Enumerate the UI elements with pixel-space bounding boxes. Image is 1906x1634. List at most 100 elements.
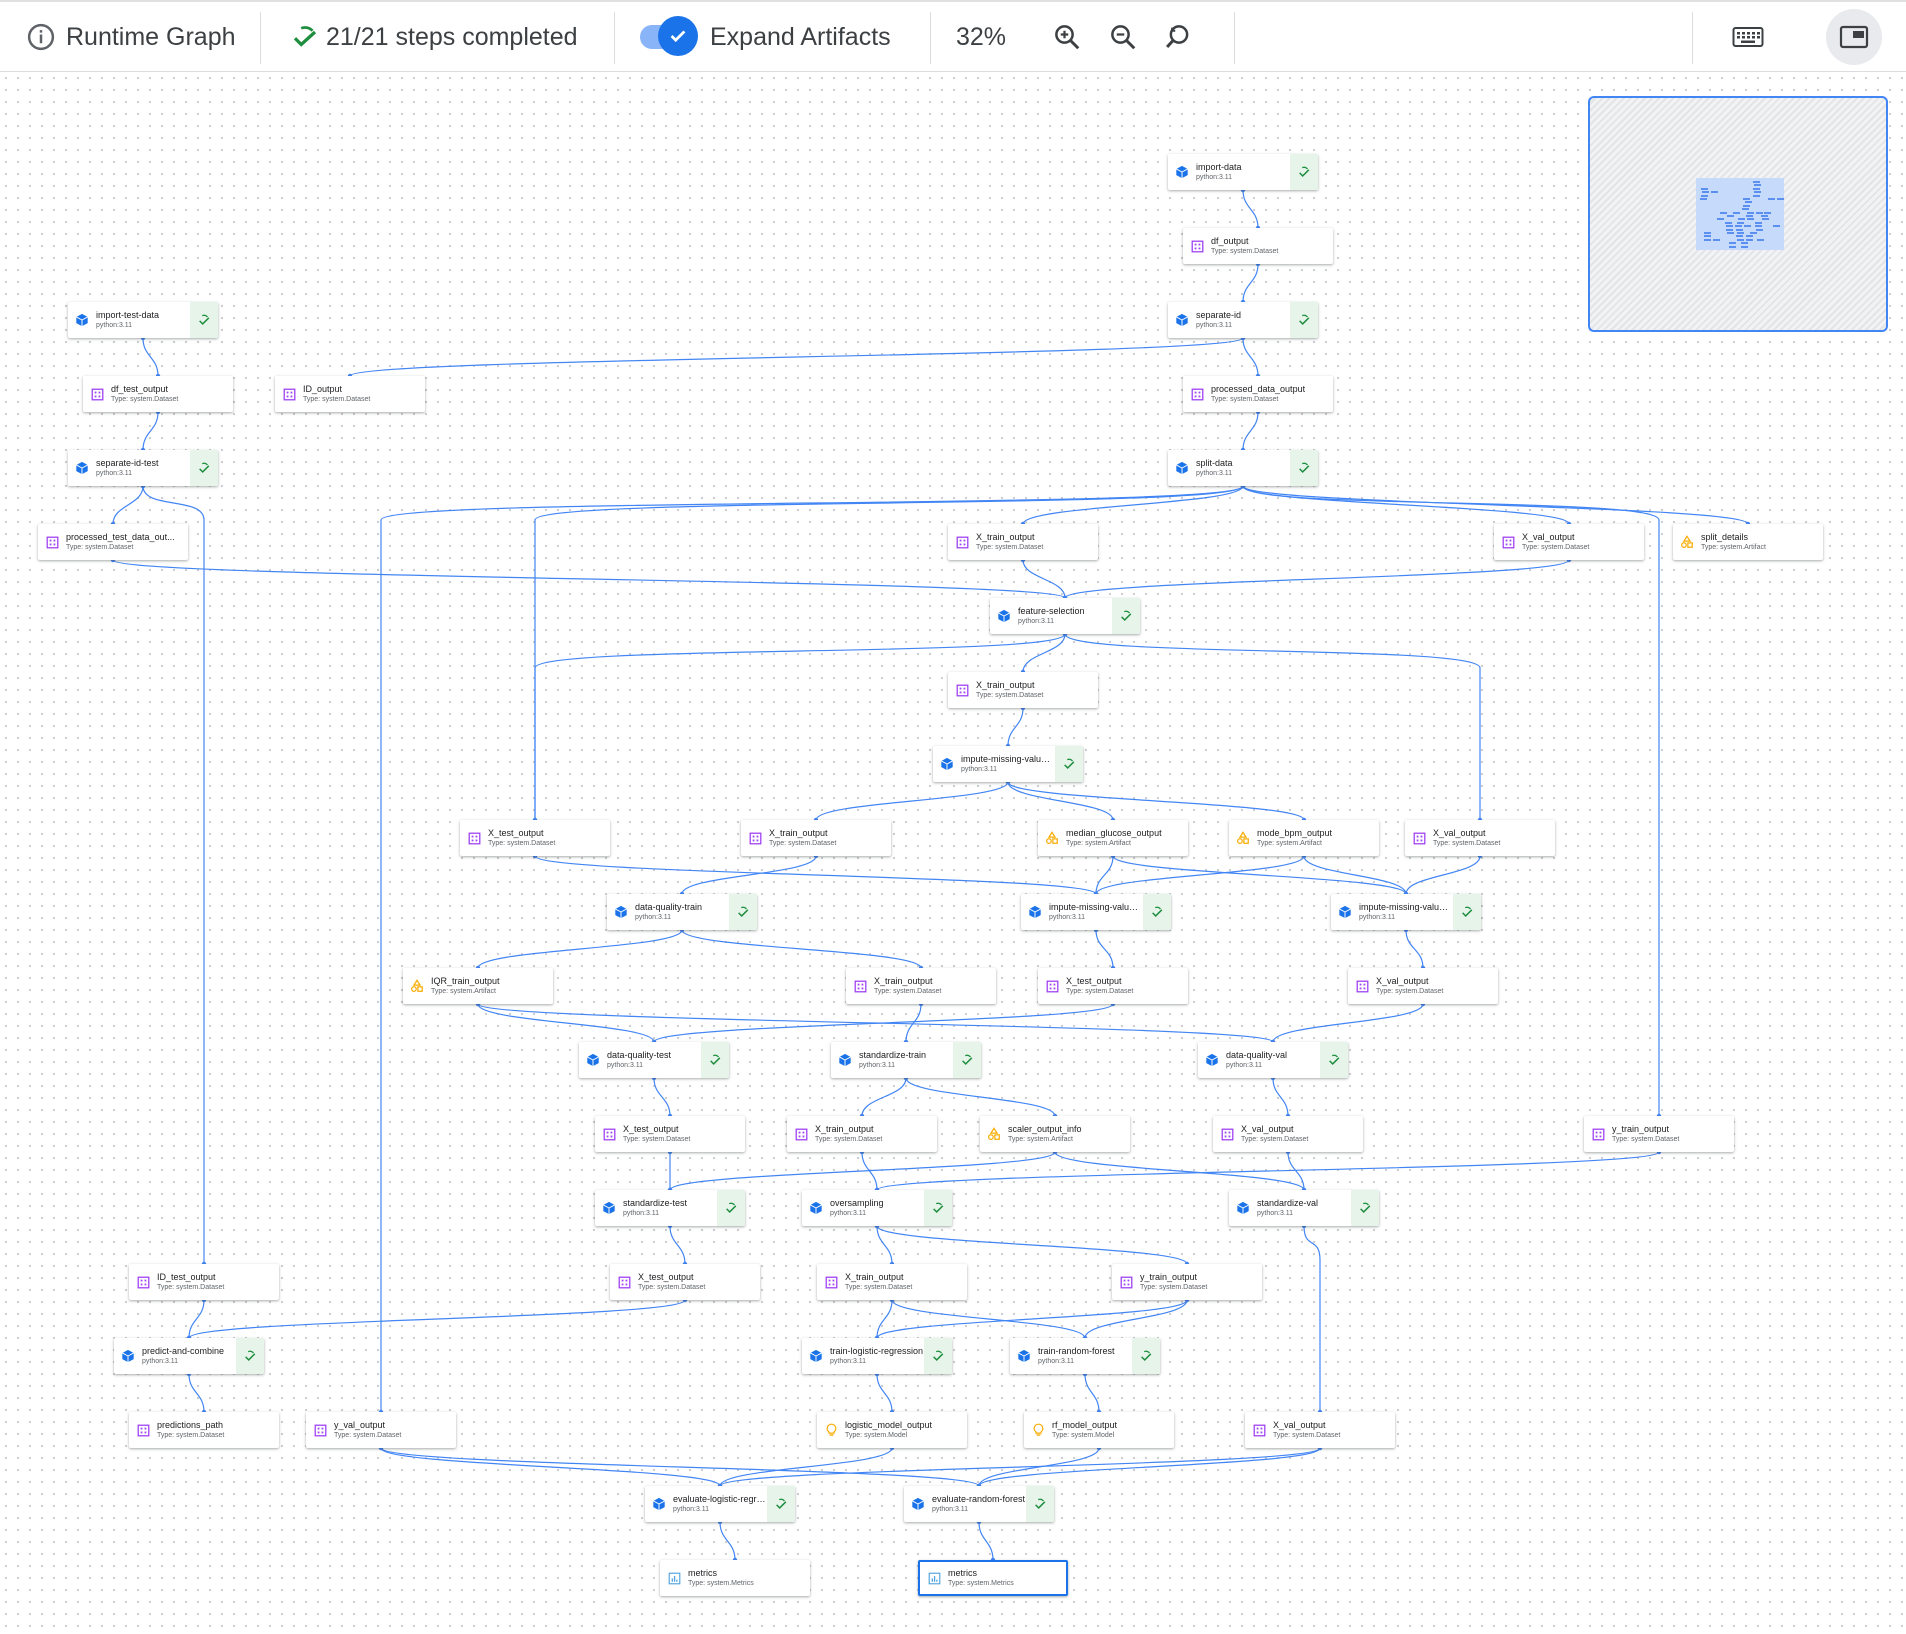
artifact-node-processed_test_data_out[interactable]: processed_test_data_out...Type: system.D… xyxy=(38,524,188,560)
node-label: import-data xyxy=(1196,161,1242,172)
container-icon xyxy=(802,1190,830,1226)
keyboard-shortcuts-button[interactable] xyxy=(1732,2,1764,72)
node-text: evaluate-logistic-regress...python:3.11 xyxy=(673,1494,767,1515)
container-icon xyxy=(990,598,1018,634)
expand-artifacts-toggle[interactable]: Expand Artifacts xyxy=(640,2,891,72)
node-subtitle: Type: system.Artifact xyxy=(1066,839,1131,847)
node-subtitle: python:3.11 xyxy=(1196,321,1233,329)
node-label: y_train_output xyxy=(1612,1123,1670,1134)
edge-y_val_output-to-evaluate-logistic-regression xyxy=(380,1447,721,1487)
reset-zoom-button[interactable] xyxy=(1164,2,1194,72)
expand-artifacts-label: Expand Artifacts xyxy=(710,22,891,51)
execution-node-evaluate-logistic-regression[interactable]: evaluate-logistic-regress...python:3.11 xyxy=(645,1486,795,1522)
edge-mode_bpm_output-to-impute-missing-value-val xyxy=(1303,855,1407,895)
zoom-in-button[interactable] xyxy=(1052,2,1082,72)
minimap[interactable] xyxy=(1588,96,1888,332)
node-label: separate-id xyxy=(1196,309,1242,320)
edge-standardize-train-to-X_train_output_5 xyxy=(861,1077,907,1117)
node-subtitle: Type: system.Dataset xyxy=(1211,247,1279,255)
minimap-viewport[interactable] xyxy=(1696,178,1784,250)
toggle-track[interactable] xyxy=(640,16,698,56)
node-label: split_details xyxy=(1701,531,1749,542)
edge-X_test_output_4-to-predict-and-combine xyxy=(188,1299,686,1339)
minimap-node xyxy=(1736,238,1744,241)
dataset-icon xyxy=(1405,820,1433,856)
execution-node-impute-missing-value-train[interactable]: impute-missing-value-tra...python:3.11 xyxy=(933,746,1083,782)
status-success-icon xyxy=(290,22,320,52)
node-label: standardize-test xyxy=(623,1197,688,1208)
dataset-icon xyxy=(1245,1412,1273,1448)
edge-impute-missing-value-train-to-mode_bpm_output xyxy=(1007,781,1305,821)
zoom-out-button[interactable] xyxy=(1108,2,1138,72)
node-subtitle: Type: system.Dataset xyxy=(976,543,1044,551)
minimap-toggle-button[interactable] xyxy=(1826,2,1882,72)
node-label: train-random-forest xyxy=(1038,1345,1115,1356)
container-icon xyxy=(1168,154,1196,190)
minimap-node xyxy=(1772,225,1780,228)
node-label: oversampling xyxy=(830,1197,884,1208)
edge-split-data-to-y_train_output_1 xyxy=(1242,485,1660,1116)
node-subtitle: python:3.11 xyxy=(607,1061,644,1069)
dataset-icon xyxy=(1038,968,1066,1004)
node-label: X_train_output xyxy=(815,1123,874,1134)
node-label: evaluate-random-forest xyxy=(932,1493,1026,1504)
